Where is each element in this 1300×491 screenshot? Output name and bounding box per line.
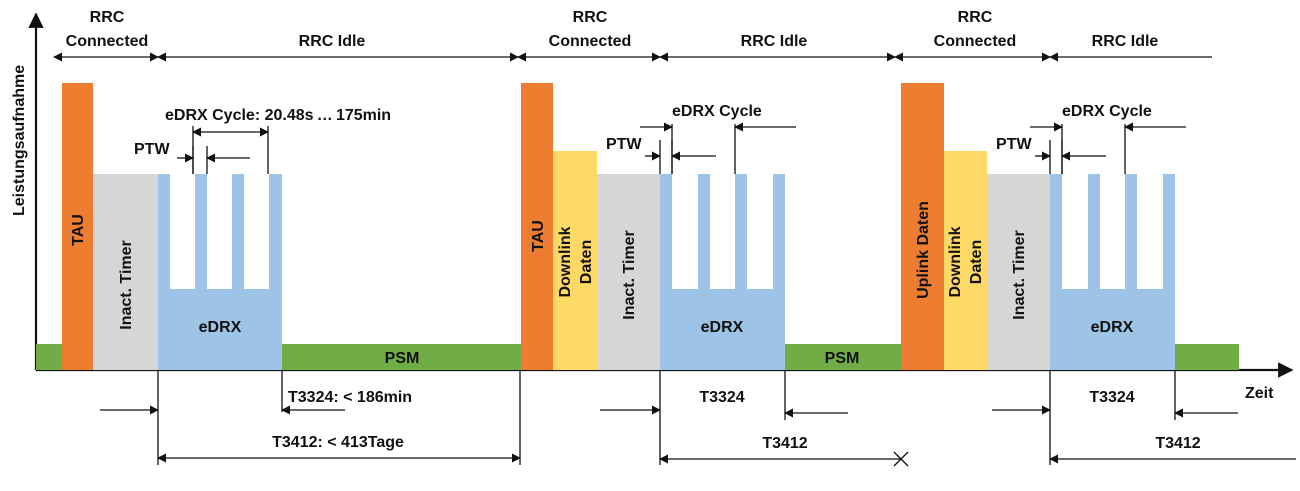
t3412-label-3: T3412 <box>1155 435 1200 452</box>
edrx-cycle-label-3: eDRX Cycle <box>1062 103 1152 120</box>
edrx-label-2: eDRX <box>701 319 744 336</box>
rrc-connected-label-1: RRC <box>90 9 125 26</box>
rrc-idle-label-2: RRC Idle <box>741 33 808 50</box>
edrx-cycle-range-label: eDRX Cycle: 20.48s … 175min <box>165 107 391 124</box>
tau-label-2: TAU <box>530 220 547 252</box>
edrx-label-1: eDRX <box>199 319 242 336</box>
edrx-cycle-label-2: eDRX Cycle <box>672 103 762 120</box>
inactivity-label-1: Inact. Timer <box>118 240 135 330</box>
psm-bar-1 <box>282 344 522 370</box>
t3412-range-label: T3412: < 413Tage <box>272 434 404 451</box>
inactivity-block-3 <box>987 174 1050 370</box>
psm-label-2: PSM <box>825 350 860 367</box>
inactivity-label-3: Inact. Timer <box>1011 230 1028 320</box>
downlink-block-2 <box>553 151 597 370</box>
downlink-label-2a: Downlink <box>557 226 574 297</box>
ptw-label-3: PTW <box>996 136 1032 153</box>
rrc-connected-label-3b: Connected <box>934 33 1017 50</box>
edrx-block-2 <box>660 174 785 370</box>
downlink-label-2b: Daten <box>578 240 595 284</box>
uplink-block-3 <box>901 83 944 370</box>
rrc-idle-label-1: RRC Idle <box>299 33 366 50</box>
inactivity-block-1 <box>93 174 158 370</box>
cancel-mark-b <box>893 451 909 467</box>
y-axis-label: Leistungsaufnahme <box>11 65 28 216</box>
rrc-connected-label-1b: Connected <box>66 33 149 50</box>
psm-bar-2 <box>785 344 901 370</box>
rrc-connected-label-2: RRC <box>573 9 608 26</box>
downlink-label-3a: Downlink <box>947 226 964 297</box>
inactivity-block-2 <box>597 174 660 370</box>
uplink-label-3: Uplink Daten <box>915 201 932 299</box>
ptw-label-1: PTW <box>134 141 170 158</box>
edrx-block-1 <box>158 174 282 370</box>
tau-block-1 <box>62 83 93 370</box>
inactivity-label-2: Inact. Timer <box>621 230 638 320</box>
tau-block-2 <box>521 83 553 370</box>
t3324-range-label: T3324: < 186min <box>288 389 412 406</box>
rrc-connected-label-3: RRC <box>958 9 993 26</box>
psm-bar-end <box>1175 344 1239 370</box>
x-axis-label: Zeit <box>1245 385 1274 402</box>
rrc-idle-label-3: RRC Idle <box>1092 33 1159 50</box>
tau-label-1: TAU <box>70 214 87 246</box>
t3324-label-3: T3324 <box>1089 389 1134 406</box>
rrc-connected-label-2b: Connected <box>549 33 632 50</box>
t3324-label-2: T3324 <box>699 389 744 406</box>
downlink-label-3b: Daten <box>968 240 985 284</box>
psm-bar-start <box>36 344 62 370</box>
edrx-label-3: eDRX <box>1091 319 1134 336</box>
edrx-block-3 <box>1050 174 1175 370</box>
ptw-label-2: PTW <box>606 136 642 153</box>
t3412-label-2: T3412 <box>762 435 807 452</box>
psm-label-1: PSM <box>385 350 420 367</box>
downlink-block-3 <box>944 151 987 370</box>
